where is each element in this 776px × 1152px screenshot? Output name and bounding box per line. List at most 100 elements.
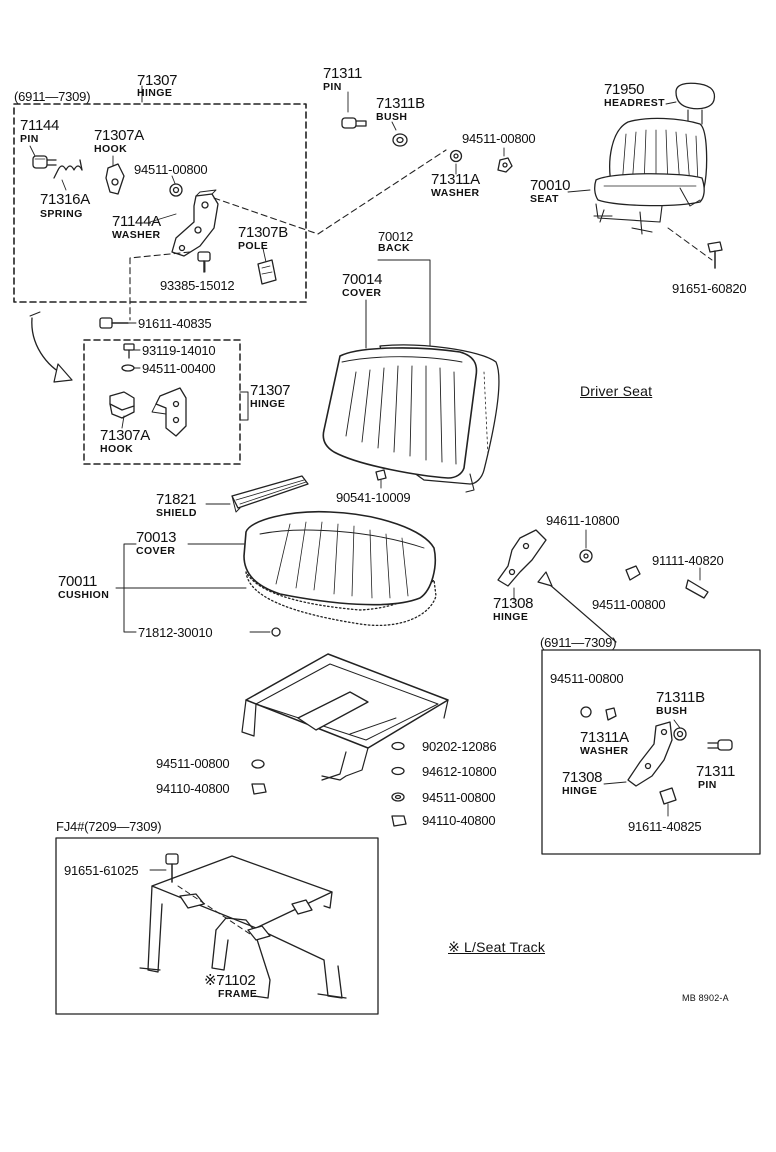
right-washer-71311a-number: 71311A xyxy=(580,729,629,746)
washer-94511-track-number: 94511-00800 xyxy=(422,790,496,805)
right-hinge-71308-number: 71308 xyxy=(562,769,603,786)
pin-71144-number: 71144 xyxy=(20,117,60,134)
washer-71311a-box-part xyxy=(605,707,617,721)
washer-94511-right-part xyxy=(625,565,641,581)
nut-94611-part xyxy=(579,549,593,563)
bolt-91611-box-part xyxy=(659,787,677,805)
clip-90541-number: 90541-10009 xyxy=(336,490,411,505)
seat-back-70012-illustration xyxy=(322,344,500,493)
headrest-71950-number: 71950 xyxy=(604,81,645,98)
pin-71311-box-part xyxy=(707,739,733,751)
cushion-70011-number: 70011 xyxy=(58,573,98,590)
hinge-71308-number: 71308 xyxy=(493,595,534,612)
washer-71311a-part xyxy=(449,149,463,163)
bush-71311b-part xyxy=(392,133,408,147)
hook-71307a-number: 71307A xyxy=(94,127,144,144)
washer-94511-right-number: 94511-00800 xyxy=(592,597,666,612)
hinge-group-box xyxy=(13,103,307,303)
washer-94511-part xyxy=(169,183,183,197)
cover-70014-name: COVER xyxy=(342,287,382,299)
shield-71821-name: SHIELD xyxy=(156,507,197,519)
washer-71311a-number: 71311A xyxy=(431,171,480,188)
frame-group-box xyxy=(55,837,379,1015)
pin-71311-part xyxy=(341,117,367,129)
cover-70013-number: 70013 xyxy=(136,529,177,546)
washer-71144a-number: 71144A xyxy=(112,213,161,230)
hinge-71308-box-part xyxy=(627,721,673,787)
washer-71311a-name: WASHER xyxy=(431,187,480,199)
bush-71311b-name: BUSH xyxy=(376,111,408,123)
driver-seat-heading: Driver Seat xyxy=(580,383,653,399)
hinge-group-part-number: 71307 xyxy=(137,72,178,89)
washer-94612-part xyxy=(391,766,405,776)
hinge-71307-detail-part xyxy=(151,387,187,437)
washer-94511-box-part xyxy=(580,706,592,718)
pin-71144-name: PIN xyxy=(20,133,39,145)
nut-94511-part xyxy=(497,157,513,173)
nut-94611-number: 94611-10800 xyxy=(546,513,620,528)
cushion-70011-name: CUSHION xyxy=(58,589,110,601)
right-hinge-group-box xyxy=(541,649,761,855)
spring-71316a-part xyxy=(53,159,83,179)
hinge-group-part-name: HINGE xyxy=(137,87,173,99)
bolt-91111-number: 91111-40820 xyxy=(652,553,724,568)
washer-94612-number: 94612-10800 xyxy=(422,764,497,779)
bolt-91651-part xyxy=(707,241,723,269)
cover-70013-name: COVER xyxy=(136,545,176,557)
shield-71821-number: 71821 xyxy=(156,491,197,508)
washer-94511-00400-part xyxy=(121,364,135,372)
washer-94511-00400-number: 94511-00400 xyxy=(142,361,216,376)
bolt-91651-61025-part xyxy=(165,853,179,883)
cover-70014-number: 70014 xyxy=(342,271,383,288)
washer-94511-number: 94511-00800 xyxy=(134,162,208,177)
hinge-71308-part xyxy=(497,529,547,587)
frame-71102-number: ※71102 xyxy=(204,972,256,989)
hook-71307a-part xyxy=(105,163,125,195)
seat-70010-illustration xyxy=(593,82,716,235)
washer-94511-left-track-part xyxy=(251,759,265,769)
hook-71307a-detail-name: HOOK xyxy=(100,443,134,455)
bush-71311b-number: 71311B xyxy=(376,95,425,112)
right-group-range: (6911—7309) xyxy=(540,635,617,650)
screw-93119-number: 93119-14010 xyxy=(142,343,216,358)
bolt-91651-61025-number: 91651-61025 xyxy=(64,863,139,878)
frame-group-range: FJ4#(7209—7309) xyxy=(56,819,162,834)
seat-track-note: ※ L/Seat Track xyxy=(448,939,546,955)
right-pin-71311-number: 71311 xyxy=(696,763,736,780)
clip-90541-part xyxy=(375,469,387,489)
screw-93119-part xyxy=(123,343,135,359)
washer-94511-track-part xyxy=(391,792,405,802)
shield-71821-part xyxy=(231,475,309,513)
spring-71316a-number: 71316A xyxy=(40,191,90,208)
back-70012-name: BACK xyxy=(378,242,410,254)
pole-71307b-name: POLE xyxy=(238,240,269,252)
headrest-71950-name: HEADREST xyxy=(604,97,665,109)
frame-71102-name: FRAME xyxy=(218,988,258,1000)
washer-94511-left-track-number: 94511-00800 xyxy=(156,756,230,771)
pin-71311-number: 71311 xyxy=(323,65,363,82)
right-bolt-91611-number: 91611-40825 xyxy=(628,819,702,834)
nut-71812-number: 71812-30010 xyxy=(138,625,213,640)
seat-track-illustration xyxy=(241,653,449,781)
hook-71307a-name: HOOK xyxy=(94,143,128,155)
back-70012-number: 70012 xyxy=(378,229,414,244)
bolt-93385-number: 93385-15012 xyxy=(160,278,235,293)
right-hinge-71308-name: HINGE xyxy=(562,785,598,797)
bush-71311b-box-part xyxy=(673,727,687,741)
pin-71311-name: PIN xyxy=(323,81,342,93)
seat-cushion-70011-illustration xyxy=(243,510,437,626)
fastener-90202-number: 90202-12086 xyxy=(422,739,497,754)
hinge-group-range: (6911—7309) xyxy=(14,89,91,104)
right-pin-71311-name: PIN xyxy=(698,779,717,791)
bolt-91111-part xyxy=(685,579,709,599)
nut-94511-number: 94511-00800 xyxy=(462,131,536,146)
hook-71307a-detail-number: 71307A xyxy=(100,427,150,444)
hook-71307a-detail-part xyxy=(109,391,135,419)
right-washer-71311a-name: WASHER xyxy=(580,745,629,757)
hinge-71307-detail-name: HINGE xyxy=(250,398,286,410)
nut-94110-left-track-part xyxy=(251,783,267,795)
nut-94110-track-part xyxy=(391,815,407,827)
right-bush-71311b-number: 71311B xyxy=(656,689,705,706)
fastener-90202-part xyxy=(391,741,405,751)
